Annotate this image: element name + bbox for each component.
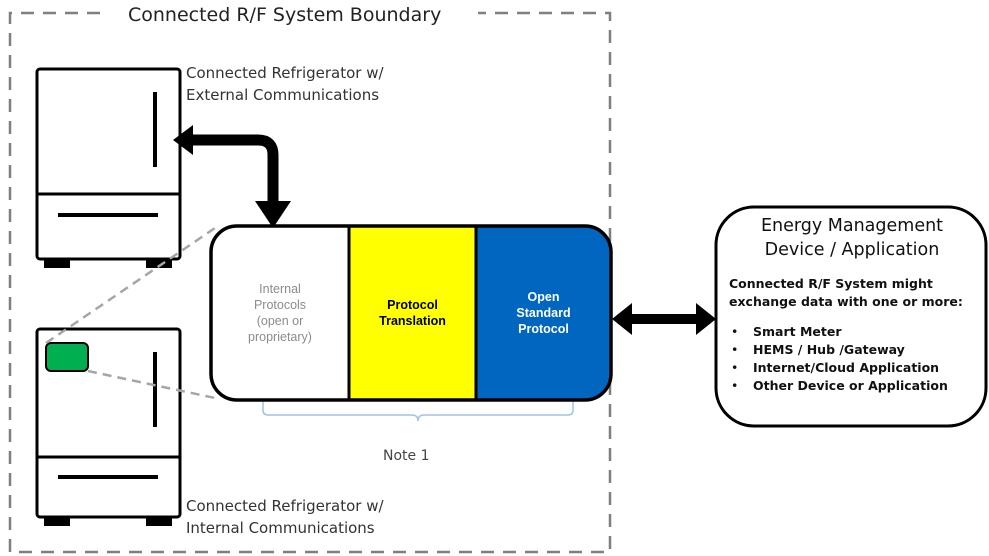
open-standard-text: Open Standard Protocol xyxy=(516,290,571,336)
energy-management-list: Smart Meter HEMS / Hub /Gateway Internet… xyxy=(729,323,979,395)
communication-module xyxy=(45,342,89,372)
double-arrow xyxy=(612,303,716,335)
note-label: Note 1 xyxy=(383,448,430,464)
list-item: Internet/Cloud Application xyxy=(729,359,979,377)
fridge-external xyxy=(35,67,182,268)
internal-protocols-text: Internal Protocols (open or proprietary) xyxy=(248,282,312,344)
energy-management-subtitle: Connected R/F System might exchange data… xyxy=(729,276,963,309)
energy-management-title: Energy Management Device / Application xyxy=(760,216,944,260)
curved-arrow xyxy=(173,125,291,228)
fridge-internal-label: Connected Refrigerator w/ Internal Commu… xyxy=(186,497,384,537)
list-item: Other Device or Application xyxy=(729,377,979,395)
note-bracket xyxy=(262,402,574,422)
fridge-internal xyxy=(35,327,182,526)
open-standard-section xyxy=(476,226,611,400)
protocol-translation-section xyxy=(349,226,476,400)
protocol-translation-text: Protocol Translation xyxy=(379,298,446,328)
zoom-line-top xyxy=(45,226,216,345)
zoom-line-bottom xyxy=(87,369,216,400)
list-item: Smart Meter xyxy=(729,323,979,341)
list-item: HEMS / Hub /Gateway xyxy=(729,341,979,359)
fridge-external-label: Connected Refrigerator w/ External Commu… xyxy=(186,64,384,104)
boundary-title: Connected R/F System Boundary xyxy=(128,4,442,26)
system-boundary xyxy=(8,11,612,554)
protocol-box xyxy=(209,224,613,402)
